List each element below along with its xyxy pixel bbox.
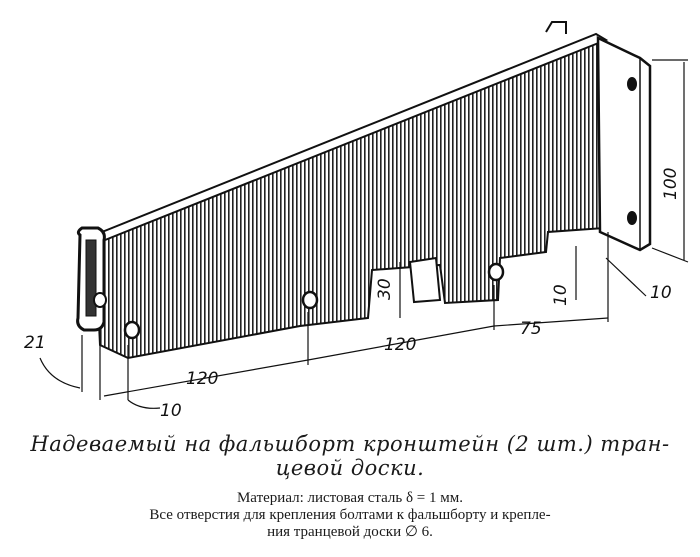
notch (408, 256, 442, 304)
bracket-flange (596, 36, 652, 252)
hole-flange-top (627, 77, 637, 91)
dim-120-left: 120 (186, 369, 218, 389)
caption-note: Материал: листовая сталь δ = 1 мм. Все о… (0, 490, 700, 541)
caption-holes-line1: Все отверстия для крепления болтами к фа… (149, 507, 551, 523)
dim-75: 75 (520, 319, 542, 339)
dimension-lines (39, 59, 689, 409)
bracket-drawing: 21 10 120 120 75 30 10 100 10 (24, 21, 689, 421)
caption-title-line2: цевой доски. (275, 456, 425, 480)
hole-front (93, 292, 107, 308)
bracket-side-face (93, 36, 606, 360)
dim-120-mid: 120 (384, 335, 416, 355)
dim-10-bottom: 10 (160, 401, 182, 421)
hole-1 (123, 320, 141, 340)
dim-10-flange: 10 (650, 283, 672, 303)
caption-title-line1: Надеваемый на фальшборт кронштейн (2 шт.… (30, 432, 670, 456)
dim-21: 21 (24, 333, 46, 353)
hole-2 (301, 290, 319, 310)
caption-title: Надеваемый на фальшборт кронштейн (2 шт.… (0, 432, 700, 480)
top-pin (545, 21, 567, 34)
hole-3 (487, 262, 505, 282)
dim-30: 30 (375, 278, 395, 300)
caption-material: Материал: листовая сталь δ = 1 мм. (236, 490, 464, 506)
hole-flange-bottom (627, 211, 637, 225)
dim-100: 100 (661, 168, 681, 200)
caption-holes-line2: ния транцевой доски ∅ 6. (267, 524, 433, 540)
dim-10-notch: 10 (551, 284, 571, 306)
